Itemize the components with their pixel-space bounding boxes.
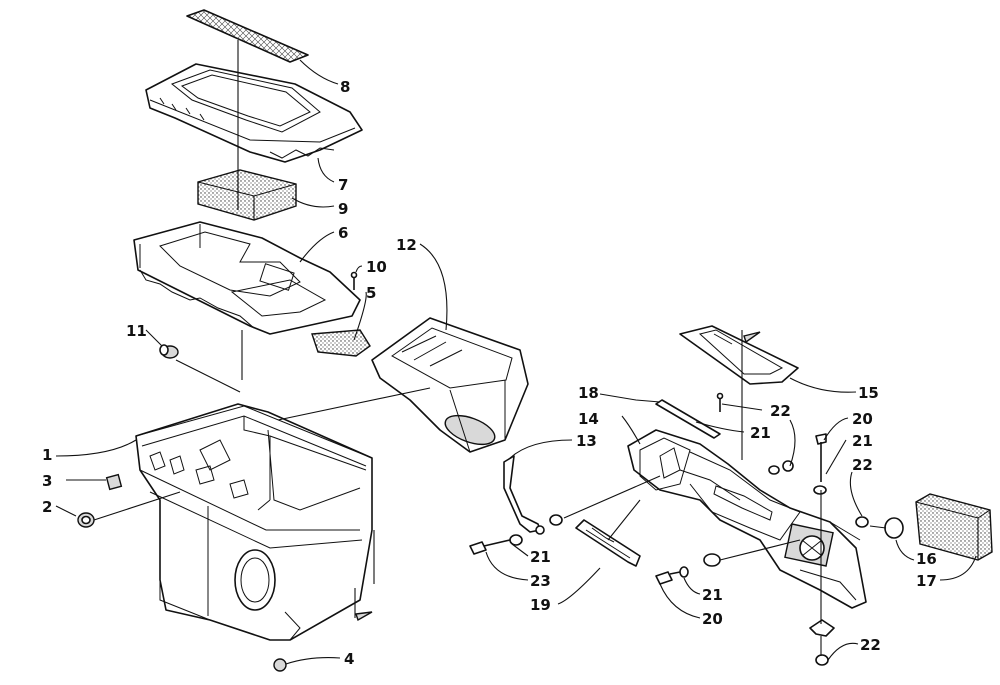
callout-17: 17 (916, 572, 937, 590)
callout-18: 18 (578, 384, 599, 402)
foam-filter-part (197, 169, 297, 221)
callout-2: 2 (42, 498, 52, 516)
drain-plug-part (159, 344, 179, 359)
callout-7: 7 (338, 176, 348, 194)
callout-21-lower: 21 (702, 586, 723, 604)
airbox-tray-part (133, 221, 361, 335)
callout-labels: 8 7 9 6 12 10 5 11 1 3 2 4 15 18 22 14 2… (42, 78, 937, 668)
callout-22-top: 22 (770, 402, 791, 420)
callout-20-lower: 20 (702, 610, 723, 628)
tray-screw-part (350, 271, 358, 290)
callout-21-right: 21 (852, 432, 873, 450)
callout-4: 4 (344, 650, 354, 668)
gasket-part (679, 325, 799, 385)
support-rod-part (503, 455, 541, 533)
callout-15: 15 (858, 384, 879, 402)
mount-bracket-part (575, 519, 641, 567)
hardware-parts (469, 392, 869, 666)
callout-6: 6 (338, 224, 348, 242)
airbox-lid-part (145, 63, 363, 163)
callout-1: 1 (42, 446, 52, 464)
intake-duct-part (371, 317, 529, 453)
assembly-axes (175, 40, 887, 656)
bottom-grommet-part (273, 658, 287, 672)
leader-lines (55, 59, 977, 665)
airbox-base-part (135, 403, 373, 641)
callout-14: 14 (578, 410, 599, 428)
callout-22-bottom: 22 (860, 636, 881, 654)
callout-13: 13 (576, 432, 597, 450)
callout-5: 5 (366, 284, 376, 302)
callout-21-left: 21 (530, 548, 551, 566)
grommet-part (77, 512, 95, 528)
tray-seal-part (311, 329, 371, 357)
filter-screen-part (186, 9, 309, 63)
callout-10: 10 (366, 258, 387, 276)
callout-22-right: 22 (852, 456, 873, 474)
callout-3: 3 (42, 472, 52, 490)
callout-12: 12 (396, 236, 417, 254)
callout-16: 16 (916, 550, 937, 568)
seal-strip-part (655, 399, 721, 439)
callout-23: 23 (530, 572, 551, 590)
callout-9: 9 (338, 200, 348, 218)
end-cap-part (884, 517, 904, 539)
callout-11: 11 (126, 322, 147, 340)
callout-20-upper: 20 (852, 410, 873, 428)
callout-21-upper: 21 (750, 424, 771, 442)
callout-8: 8 (340, 78, 350, 96)
callout-19: 19 (530, 596, 551, 614)
side-clip-part (105, 473, 123, 491)
foam-pad-part (915, 493, 993, 561)
